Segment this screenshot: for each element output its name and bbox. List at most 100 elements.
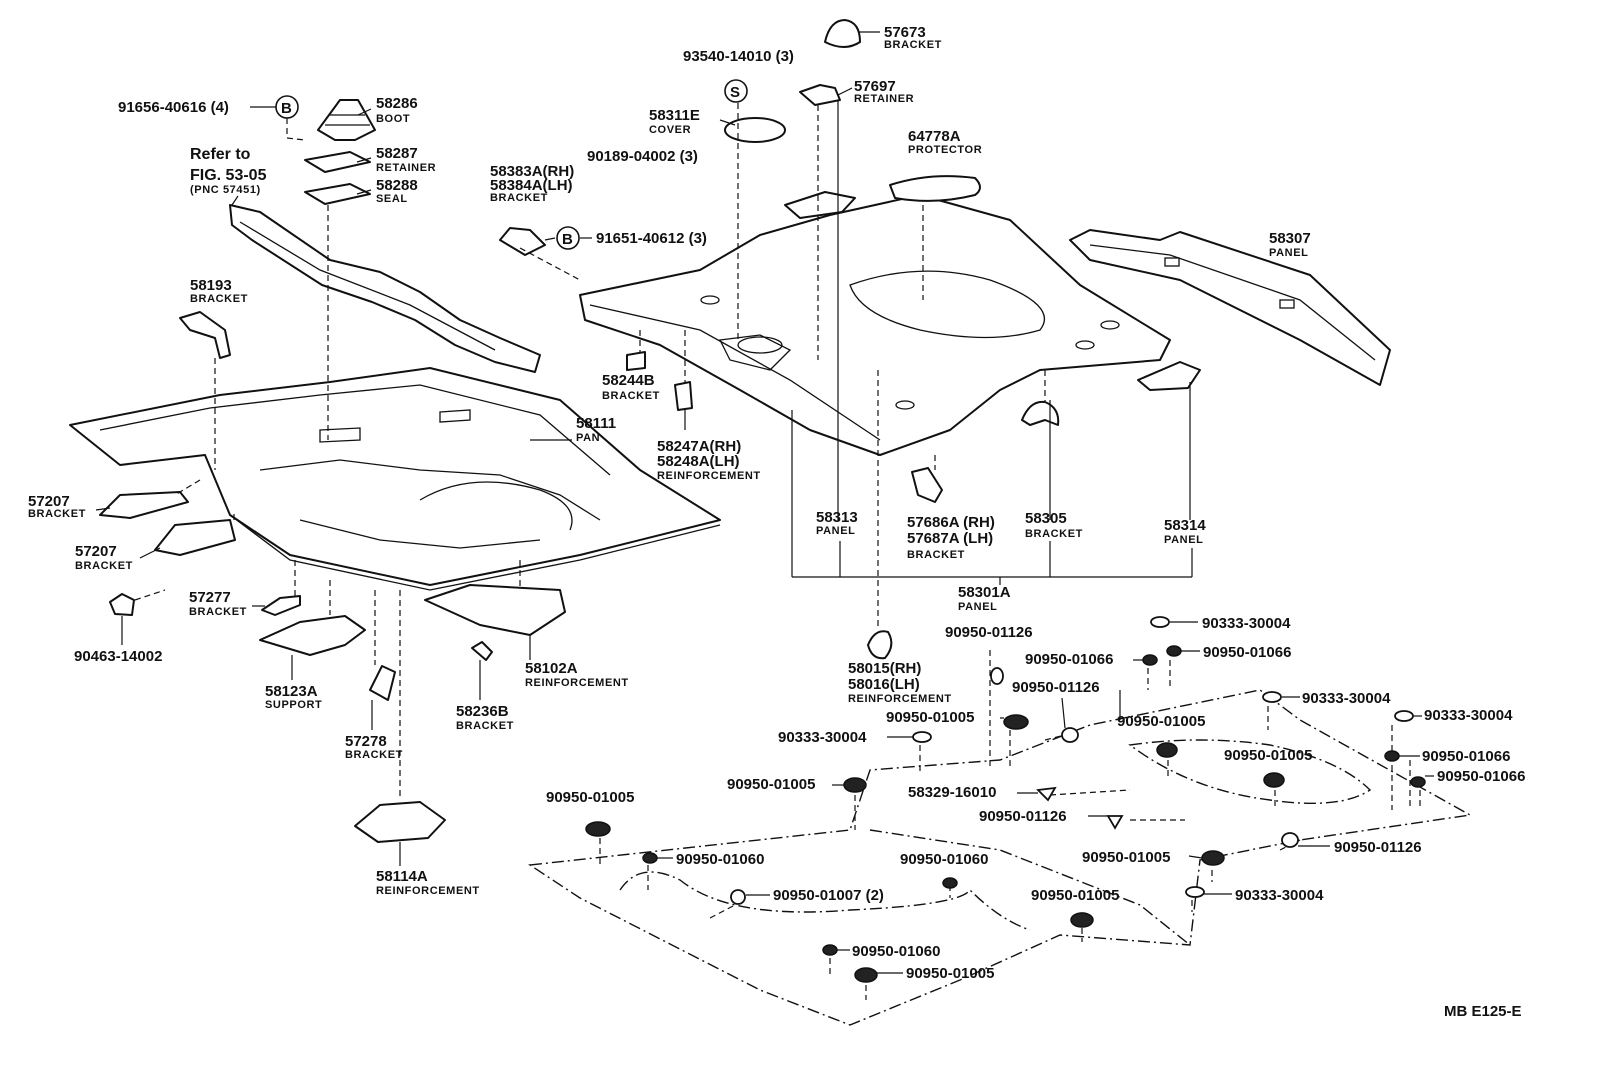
symbol-s: S: [724, 79, 748, 103]
reference-line3: (PNC 57451): [190, 184, 261, 196]
hole-plugs: [585, 616, 1426, 983]
label-57673: 57673: [884, 24, 926, 41]
label-c22: 90333-30004: [1235, 887, 1324, 904]
label-58301A: 58301A: [958, 584, 1011, 601]
svg-text:BRACKET: BRACKET: [602, 390, 660, 402]
label-c16: 90950-01005: [546, 789, 634, 806]
figure-code: MB E125-E: [1444, 1003, 1522, 1020]
symbol-b-2: B: [556, 226, 580, 250]
label-c24: 90950-01005: [1031, 887, 1119, 904]
part-labels: 57673 BRACKET 93540-14010 (3) 57697 RETA…: [28, 24, 1311, 897]
svg-text:REINFORCEMENT: REINFORCEMENT: [376, 885, 480, 897]
svg-text:BRACKET: BRACKET: [75, 560, 133, 572]
label-58288: 58288: [376, 177, 418, 194]
label-90463: 90463-14002: [74, 648, 162, 665]
label-c9: 90950-01005: [1117, 713, 1205, 730]
label-58247A: 58247A(RH): [657, 438, 741, 455]
boot-58286: [317, 99, 376, 141]
svg-text:PANEL: PANEL: [1269, 247, 1308, 259]
svg-text:BOOT: BOOT: [376, 113, 410, 125]
rear-panel-58307: [1069, 229, 1391, 386]
label-58311E: 58311E: [649, 107, 700, 124]
svg-text:SUPPORT: SUPPORT: [265, 699, 322, 711]
label-58383A: 58383A(RH): [490, 163, 574, 180]
label-c23: 90950-01007 (2): [773, 887, 884, 904]
label-58248A: 58248A(LH): [657, 453, 740, 470]
label-57207-b: 57207: [75, 543, 117, 560]
label-c5: 90950-01126: [1012, 679, 1100, 696]
svg-text:B: B: [562, 231, 573, 248]
reinforcement-58114A: [354, 801, 446, 843]
cover-58311E: [724, 117, 786, 143]
svg-text:RETAINER: RETAINER: [376, 162, 436, 174]
svg-text:BRACKET: BRACKET: [189, 606, 247, 618]
svg-text:BRACKET: BRACKET: [456, 720, 514, 732]
label-58307: 58307: [1269, 230, 1311, 247]
bracket-58305: [1021, 400, 1060, 426]
bracket-58383A: [499, 227, 546, 256]
label-58123A: 58123A: [265, 683, 318, 700]
svg-text:SEAL: SEAL: [376, 193, 408, 205]
label-c2: 90333-30004: [1202, 615, 1291, 632]
label-91651: 91651-40612 (3): [596, 230, 707, 247]
label-c7: 90950-01005: [886, 709, 974, 726]
svg-text:BRACKET: BRACKET: [1025, 528, 1083, 540]
svg-text:B: B: [281, 100, 292, 117]
label-58193: 58193: [190, 277, 232, 294]
front-crossmember: [229, 204, 541, 373]
svg-text:BRACKET: BRACKET: [190, 293, 248, 305]
svg-text:BRACKET: BRACKET: [28, 508, 86, 520]
label-58286: 58286: [376, 95, 418, 112]
bracket-57277: [261, 595, 301, 616]
label-58244B: 58244B: [602, 372, 655, 389]
reinforcement-58247A: [674, 381, 693, 411]
seal-58288: [304, 183, 371, 205]
svg-text:BRACKET: BRACKET: [907, 549, 965, 561]
bracket-57207-a: [99, 491, 189, 519]
reference-line2: FIG. 53-05: [190, 167, 267, 184]
svg-text:PROTECTOR: PROTECTOR: [908, 144, 982, 156]
label-c3: 90950-01066: [1025, 651, 1113, 668]
bracket-57673: [824, 19, 861, 48]
bracket-57686A: [911, 467, 943, 503]
svg-text:BRACKET: BRACKET: [345, 749, 403, 761]
label-58102A: 58102A: [525, 660, 578, 677]
bracket-58193: [179, 311, 231, 359]
label-c17: 90950-01126: [979, 808, 1067, 825]
svg-text:PAN: PAN: [576, 432, 600, 444]
panel-58314: [1137, 361, 1201, 391]
svg-text:S: S: [730, 84, 740, 101]
plug-leaders: [657, 621, 1434, 974]
svg-text:REINFORCEMENT: REINFORCEMENT: [848, 693, 952, 705]
label-57687A: 57687A (LH): [907, 530, 993, 547]
label-58015: 58015(RH): [848, 660, 921, 677]
label-c8: 90333-30004: [1424, 707, 1513, 724]
label-c26: 90950-01005: [906, 965, 994, 982]
label-58114A: 58114A: [376, 868, 428, 885]
label-57278: 57278: [345, 733, 387, 750]
floor-outline: [527, 650, 1473, 1026]
svg-text:PANEL: PANEL: [1164, 534, 1203, 546]
label-c21: 90950-01005: [1082, 849, 1170, 866]
label-91656: 91656-40616 (4): [118, 99, 229, 116]
label-57697: 57697: [854, 78, 896, 95]
label-c20: 90950-01060: [900, 851, 988, 868]
label-c10: 90333-30004: [778, 729, 867, 746]
label-58314: 58314: [1164, 517, 1206, 534]
svg-text:RETAINER: RETAINER: [854, 93, 914, 105]
reference-line1: Refer to: [190, 146, 251, 163]
label-64778A: 64778A: [908, 128, 961, 145]
label-c6: 90333-30004: [1302, 690, 1391, 707]
svg-text:PANEL: PANEL: [816, 525, 855, 537]
rear-floor-panel-58301A: [579, 194, 1171, 456]
bracket-57207-b: [154, 519, 236, 556]
label-58016: 58016(LH): [848, 676, 920, 693]
label-90189: 90189-04002 (3): [587, 148, 698, 165]
svg-text:REINFORCEMENT: REINFORCEMENT: [657, 470, 761, 482]
label-c1: 90950-01126: [945, 624, 1033, 641]
reinforcement-58015: [867, 630, 893, 660]
label-c11: 90950-01005: [1224, 747, 1312, 764]
label-c13: 90950-01066: [1437, 768, 1525, 785]
label-58305: 58305: [1025, 510, 1067, 527]
